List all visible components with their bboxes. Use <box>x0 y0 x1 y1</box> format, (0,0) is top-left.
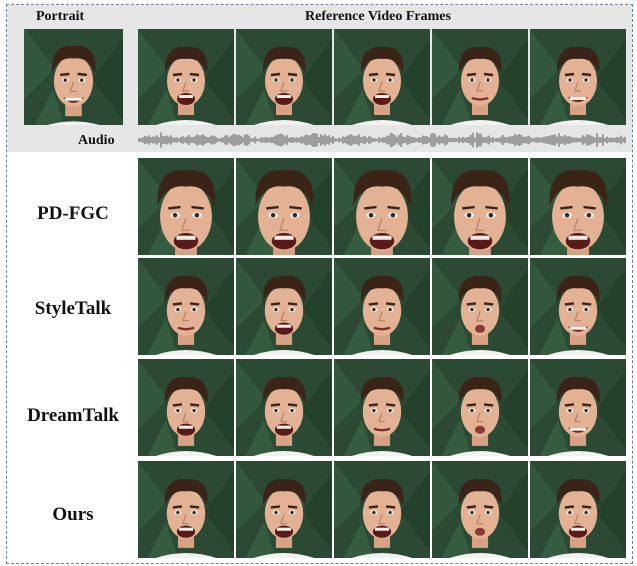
reference-frames-header: Reference Video Frames <box>305 9 451 24</box>
styletalk-frame <box>236 258 332 355</box>
ours-frame <box>530 461 626 558</box>
row-label-styletalk: StyleTalk <box>34 298 112 319</box>
dreamtalk-frame <box>530 359 626 456</box>
row-label-dreamtalk: DreamTalk <box>27 405 119 426</box>
pd-fgc-frame <box>236 158 332 255</box>
ours-frame <box>236 461 332 558</box>
pd-fgc-frame <box>334 158 430 255</box>
dreamtalk-frame <box>334 359 430 456</box>
portrait-image <box>24 29 123 125</box>
figure-border <box>6 4 633 564</box>
ours-frame <box>138 461 234 558</box>
audio-label: Audio <box>78 133 115 148</box>
styletalk-frame <box>334 258 430 355</box>
reference-frame <box>334 29 430 125</box>
dreamtalk-frame <box>432 359 528 456</box>
ours-frame <box>334 461 430 558</box>
row-label-ours: Ours <box>52 504 94 525</box>
portrait-header: Portrait <box>36 9 85 24</box>
pd-fgc-frame <box>530 158 626 255</box>
styletalk-frame <box>530 258 626 355</box>
styletalk-frame <box>432 258 528 355</box>
ours-frame <box>432 461 528 558</box>
pd-fgc-frame <box>138 158 234 255</box>
styletalk-frame <box>138 258 234 355</box>
reference-frame <box>530 29 626 125</box>
dreamtalk-frame <box>236 359 332 456</box>
row-label-pd-fgc: PD-FGC <box>37 203 109 224</box>
reference-frame <box>138 29 234 125</box>
dreamtalk-frame <box>138 359 234 456</box>
reference-frame <box>432 29 528 125</box>
audio-waveform <box>138 132 626 148</box>
reference-frame <box>236 29 332 125</box>
pd-fgc-frame <box>432 158 528 255</box>
